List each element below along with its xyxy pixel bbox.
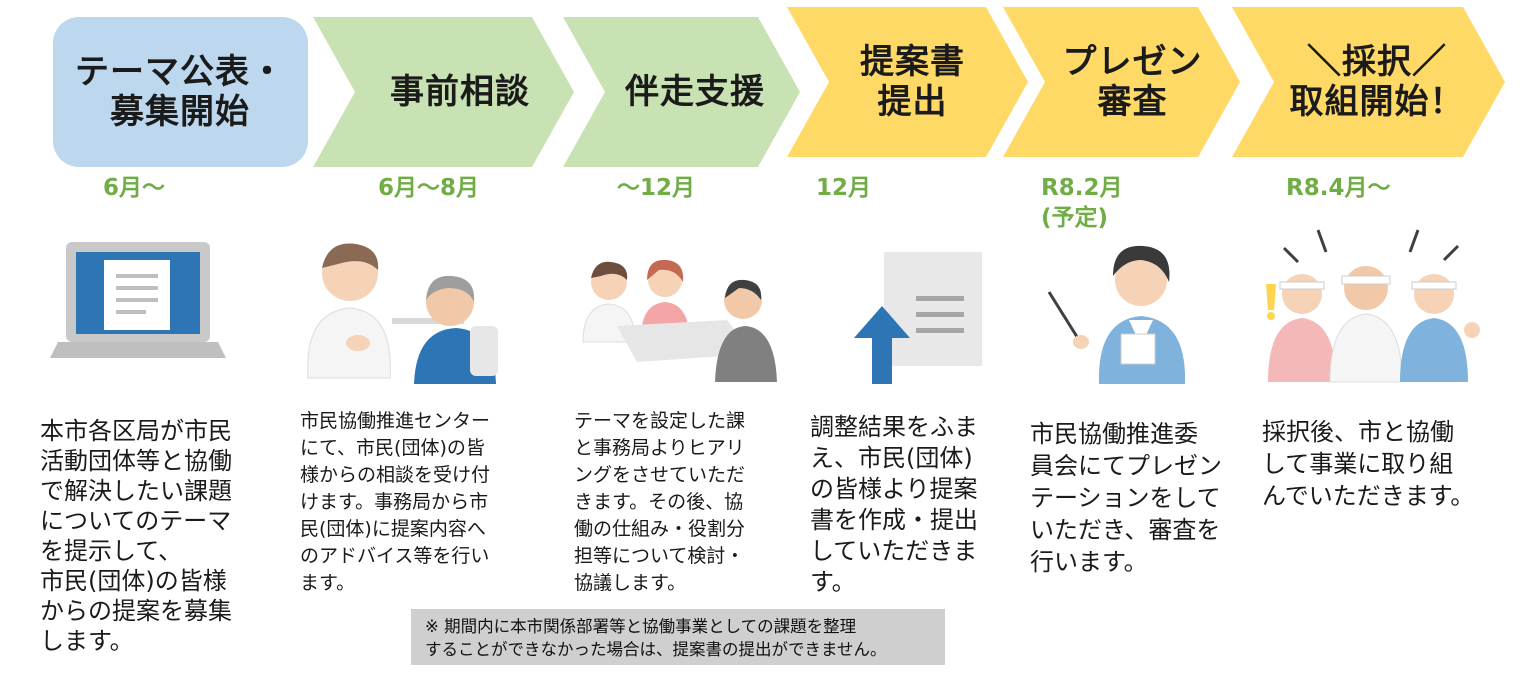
stage-label-1: テーマ公表・ 募集開始: [75, 52, 285, 132]
stage-desc-1: 本市各区局が市民 活動団体等と協働 で解決したい課題 についてのテーマ を提示し…: [40, 417, 232, 655]
document-upload-icon: [854, 252, 982, 384]
stage-date-6: R8.4月～: [1286, 175, 1391, 201]
stage-shape-1: [53, 17, 308, 167]
stage-desc-2: 市民協働推進センター にて、市民(団体)の皆 様からの相談を受け付 けます。事務…: [300, 410, 491, 594]
meeting-icon: [582, 259, 777, 382]
celebration-icon: [1266, 229, 1480, 383]
presenter-icon: [1047, 245, 1186, 384]
stage-shape-2: [313, 17, 574, 167]
stage-label-3: 伴走支援: [625, 72, 765, 112]
stage-shape-5: [1003, 7, 1240, 157]
stage-desc-5: 市民協働推進委 員会にてプレゼン テーションをして いただき、審査を 行います。: [1030, 420, 1222, 576]
stage-date-3: ～12月: [617, 175, 696, 201]
stage-label-4: 提案書 提出: [860, 42, 965, 122]
stage-date-5: R8.2月 (予定): [1041, 175, 1123, 231]
stage-date-4: 12月: [816, 175, 872, 201]
stage-shape-6: [1232, 7, 1505, 157]
stage-date-2: 6月～8月: [378, 175, 480, 201]
stage-label-5: プレゼン 審査: [1062, 42, 1203, 122]
consultation-icon: [307, 243, 498, 384]
stage-label-2: 事前相談: [390, 72, 530, 112]
laptop-icon: [50, 242, 226, 358]
stage-shape-4: [787, 7, 1028, 157]
stage-desc-3: テーマを設定した課 と事務局よりヒアリ ングをさせていただ きます。その後、協 …: [574, 410, 746, 594]
note-box: ※ 期間内に本市関係部署等と協働事業としての課題を整理 することができなかった場…: [411, 609, 945, 665]
stage-shape-3: [563, 17, 800, 167]
stage-label-6: ＼採択／ 取組開始！: [1289, 42, 1465, 122]
stage-date-1: 6月～: [103, 175, 166, 201]
stage-desc-4: 調整結果をふま え、市民(団体) の皆様より提案 書を作成・提出 していただきま…: [810, 413, 978, 596]
stage-desc-6: 採択後、市と協働 して事業に取り組 んでいただきます。: [1262, 418, 1475, 510]
